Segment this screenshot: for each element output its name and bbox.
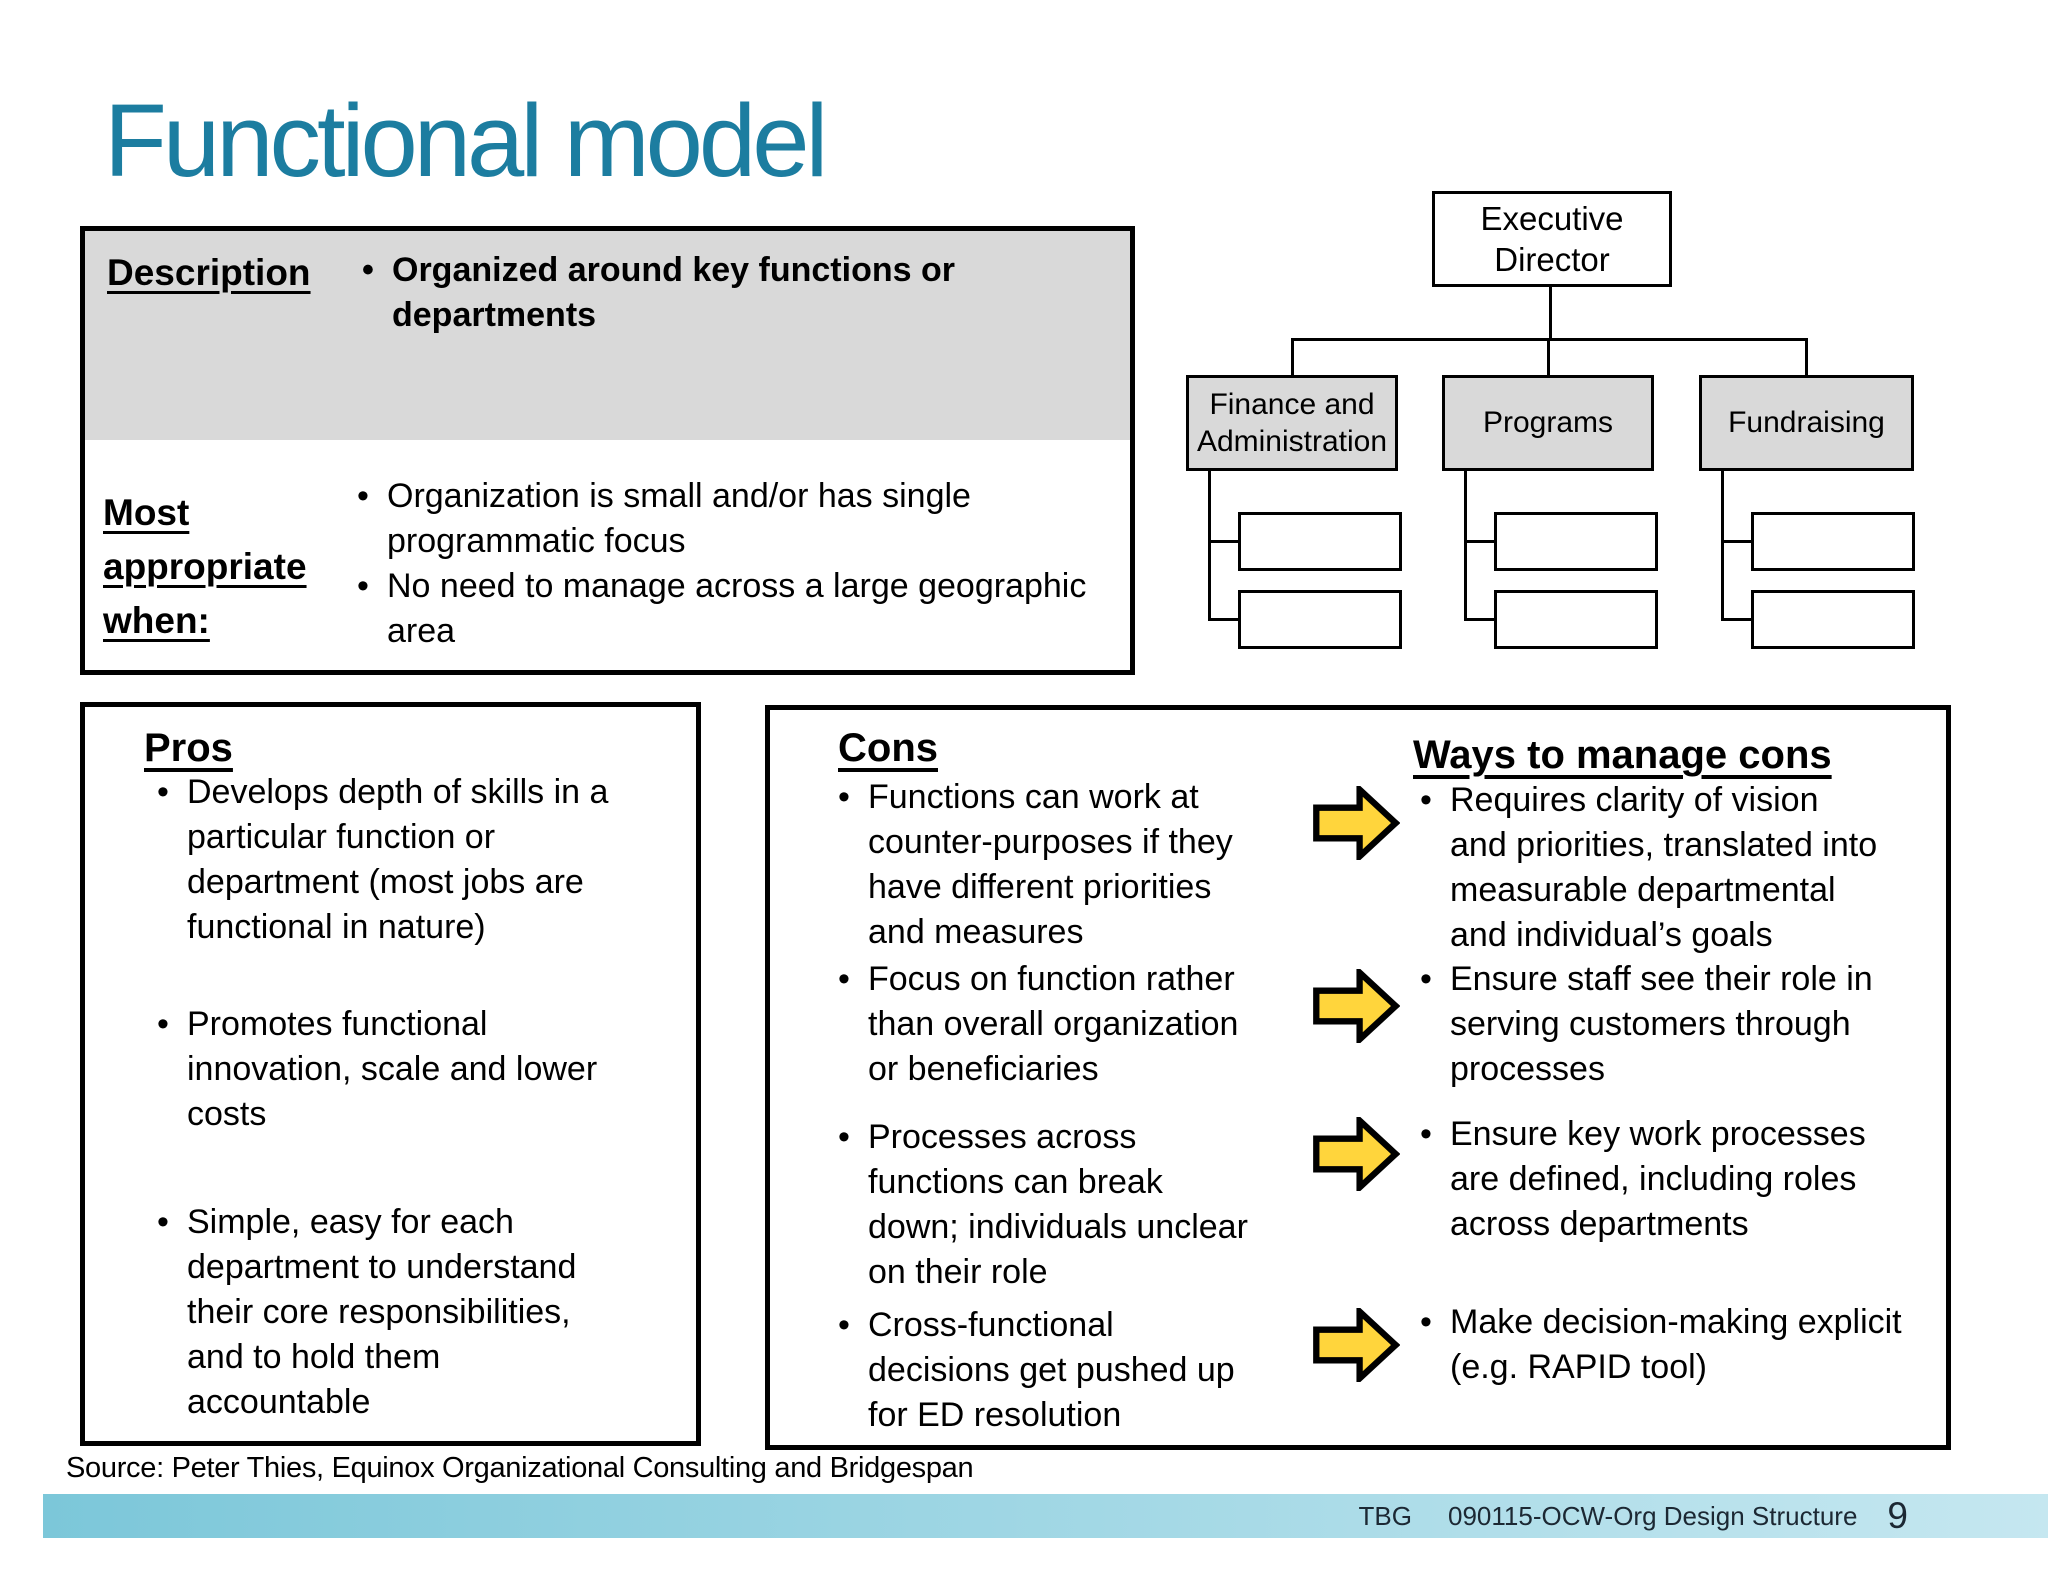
source-note: Source: Peter Thies, Equinox Organizatio…: [66, 1452, 974, 1484]
cons-bullet: Focus on function rather than overall or…: [834, 957, 1348, 1092]
pros-heading: Pros: [144, 726, 233, 770]
ways-bullet: Ensure staff see their role in serving c…: [1416, 957, 1990, 1092]
right-arrow-icon: [1313, 1117, 1400, 1191]
cons-ways-box: Cons Ways to manage cons Functions can w…: [765, 705, 1951, 1450]
ways-bullet: Requires clarity of vision and prioritie…: [1416, 778, 1990, 958]
when-bullet-text: Organization is small and/or has single …: [387, 477, 971, 560]
description-bullet: Organized around key functions or depart…: [358, 248, 1112, 338]
connector-line: [1291, 338, 1294, 378]
cons-heading: Cons: [838, 726, 938, 770]
cons-bullet: Functions can work at counter-purposes i…: [834, 775, 1348, 955]
connector-line: [1467, 618, 1494, 621]
connector-line: [1211, 618, 1238, 621]
connector-line: [1805, 338, 1808, 378]
connector-line: [1724, 618, 1751, 621]
org-node-empty: [1238, 590, 1402, 649]
pros-bullet: Simple, easy for each department to unde…: [153, 1200, 687, 1425]
ways-bullet: Ensure key work processes are defined, i…: [1416, 1112, 1990, 1247]
org-node-programs: Programs: [1442, 375, 1654, 471]
footer-doc-id: 090115-OCW-Org Design Structure: [1447, 1500, 1858, 1531]
org-node-label: Fundraising: [1728, 406, 1885, 440]
footer-bar: TBG 090115-OCW-Org Design Structure 9: [43, 1494, 2048, 1538]
description-label: Description: [107, 252, 311, 293]
ways-bullet-text: Requires clarity of vision and prioritie…: [1450, 781, 1878, 954]
cons-bullet: Cross-functional decisions get pushed up…: [834, 1303, 1348, 1438]
ways-bullet-text: Make decision-making explicit (e.g. RAPI…: [1450, 1303, 1902, 1386]
cons-bullet-text: Cross-functional decisions get pushed up…: [868, 1306, 1235, 1434]
org-node-label: Programs: [1482, 406, 1614, 440]
ways-bullet-text: Ensure key work processes are defined, i…: [1450, 1115, 1866, 1243]
org-node-empty: [1494, 512, 1658, 571]
pros-bullet: Promotes functional innovation, scale an…: [153, 1002, 687, 1137]
page-title: Functional model: [104, 83, 828, 198]
pros-bullet-text: Promotes functional innovation, scale an…: [187, 1005, 598, 1133]
cons-bullet-text: Focus on function rather than overall or…: [868, 960, 1239, 1088]
org-node-fundraising: Fundraising: [1699, 375, 1914, 471]
cons-bullet-text: Processes across functions can break dow…: [868, 1118, 1248, 1291]
connector-line: [1208, 471, 1211, 621]
org-node-executive-director: Executive Director: [1432, 191, 1672, 287]
connector-line: [1547, 338, 1550, 378]
footer-org: TBG: [1358, 1500, 1412, 1531]
right-arrow-icon: [1313, 1308, 1400, 1382]
org-node-finance-administration: Finance and Administration: [1186, 375, 1398, 471]
most-appropriate-when-bullets: Organization is small and/or has single …: [353, 474, 1093, 654]
org-node-empty: [1751, 590, 1915, 649]
org-node-empty: [1751, 512, 1915, 571]
pros-bullet: Develops depth of skills in a particular…: [153, 770, 687, 950]
right-arrow-icon: [1313, 786, 1400, 860]
ways-heading: Ways to manage cons: [1413, 733, 1832, 777]
when-bullet: Organization is small and/or has single …: [353, 474, 1093, 564]
cons-bullet-text: Functions can work at counter-purposes i…: [868, 778, 1233, 951]
ways-bullet: Make decision-making explicit (e.g. RAPI…: [1416, 1300, 1990, 1390]
footer-page-number: 9: [1887, 1495, 1908, 1536]
pros-box: Pros Develops depth of skills in a parti…: [80, 702, 701, 1446]
cons-bullet: Processes across functions can break dow…: [834, 1115, 1348, 1295]
connector-line: [1211, 540, 1238, 543]
connector-line: [1464, 471, 1467, 621]
connector-line: [1724, 540, 1751, 543]
ways-bullet-text: Ensure staff see their role in serving c…: [1450, 960, 1873, 1088]
description-bullet-text: Organized around key functions or depart…: [392, 251, 955, 334]
org-node-empty: [1238, 512, 1402, 571]
most-appropriate-when-label: Most appropriate when:: [103, 492, 307, 641]
org-node-label: Executive Director: [1480, 199, 1624, 278]
when-bullet: No need to manage across a large geograp…: [353, 564, 1093, 654]
pros-bullet-text: Simple, easy for each department to unde…: [187, 1203, 577, 1421]
description-box: Description Organized around key functio…: [80, 226, 1135, 675]
org-node-empty: [1494, 590, 1658, 649]
when-bullet-text: No need to manage across a large geograp…: [387, 567, 1087, 650]
right-arrow-icon: [1313, 969, 1400, 1043]
connector-line: [1549, 287, 1552, 341]
org-chart: Executive Director Finance and Administr…: [1180, 185, 1960, 665]
pros-bullet-text: Develops depth of skills in a particular…: [187, 773, 609, 946]
org-node-label: Finance and Administration: [1196, 387, 1388, 459]
connector-line: [1467, 540, 1494, 543]
connector-line: [1721, 471, 1724, 621]
